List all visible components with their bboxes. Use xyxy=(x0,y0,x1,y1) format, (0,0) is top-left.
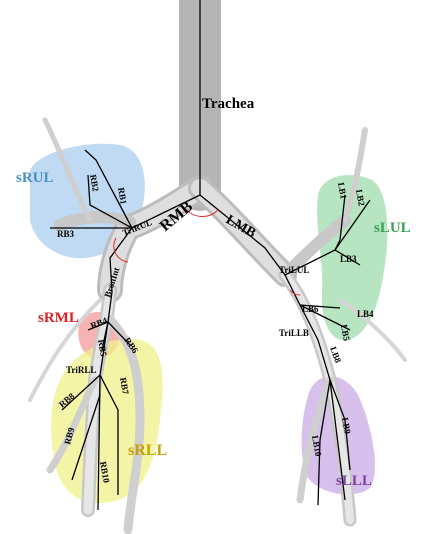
label-rb7: RB7 xyxy=(118,377,131,396)
label-slll: sLLL xyxy=(336,473,372,489)
label-slul: sLUL xyxy=(374,220,411,236)
label-lb1: LB1 xyxy=(336,182,349,200)
label-rb9: RB9 xyxy=(62,426,76,445)
label-lb9: LB9 xyxy=(340,417,353,435)
label-trilul: TriLUL xyxy=(279,265,309,275)
label-trirll: TriRLL xyxy=(66,365,96,375)
label-srml: sRML xyxy=(38,310,79,326)
label-trillb: TriLLB xyxy=(279,328,309,338)
label-rb5: RB5 xyxy=(96,339,109,358)
region-slul xyxy=(317,175,388,341)
angle-arcs xyxy=(113,207,301,296)
label-rb10: RB10 xyxy=(98,461,112,484)
labels: Trachea RMB LMB BronInt TriRUL TriLUL Tr… xyxy=(16,96,411,489)
label-srul: sRUL xyxy=(16,170,54,186)
label-lb5: LB5 xyxy=(339,324,352,342)
label-srll: sRLL xyxy=(128,442,167,459)
label-lb4: LB4 xyxy=(357,309,374,319)
centerlines xyxy=(50,0,371,511)
label-lb3: LB3 xyxy=(340,254,357,264)
label-trachea: Trachea xyxy=(202,96,255,112)
label-rb3: RB3 xyxy=(57,229,75,239)
label-lb6: LB6 xyxy=(302,304,319,314)
label-lb2: LB2 xyxy=(354,189,367,207)
label-rb1: RB1 xyxy=(116,187,129,206)
label-rb2: RB2 xyxy=(88,174,101,193)
label-lb10: LB10 xyxy=(310,435,324,458)
